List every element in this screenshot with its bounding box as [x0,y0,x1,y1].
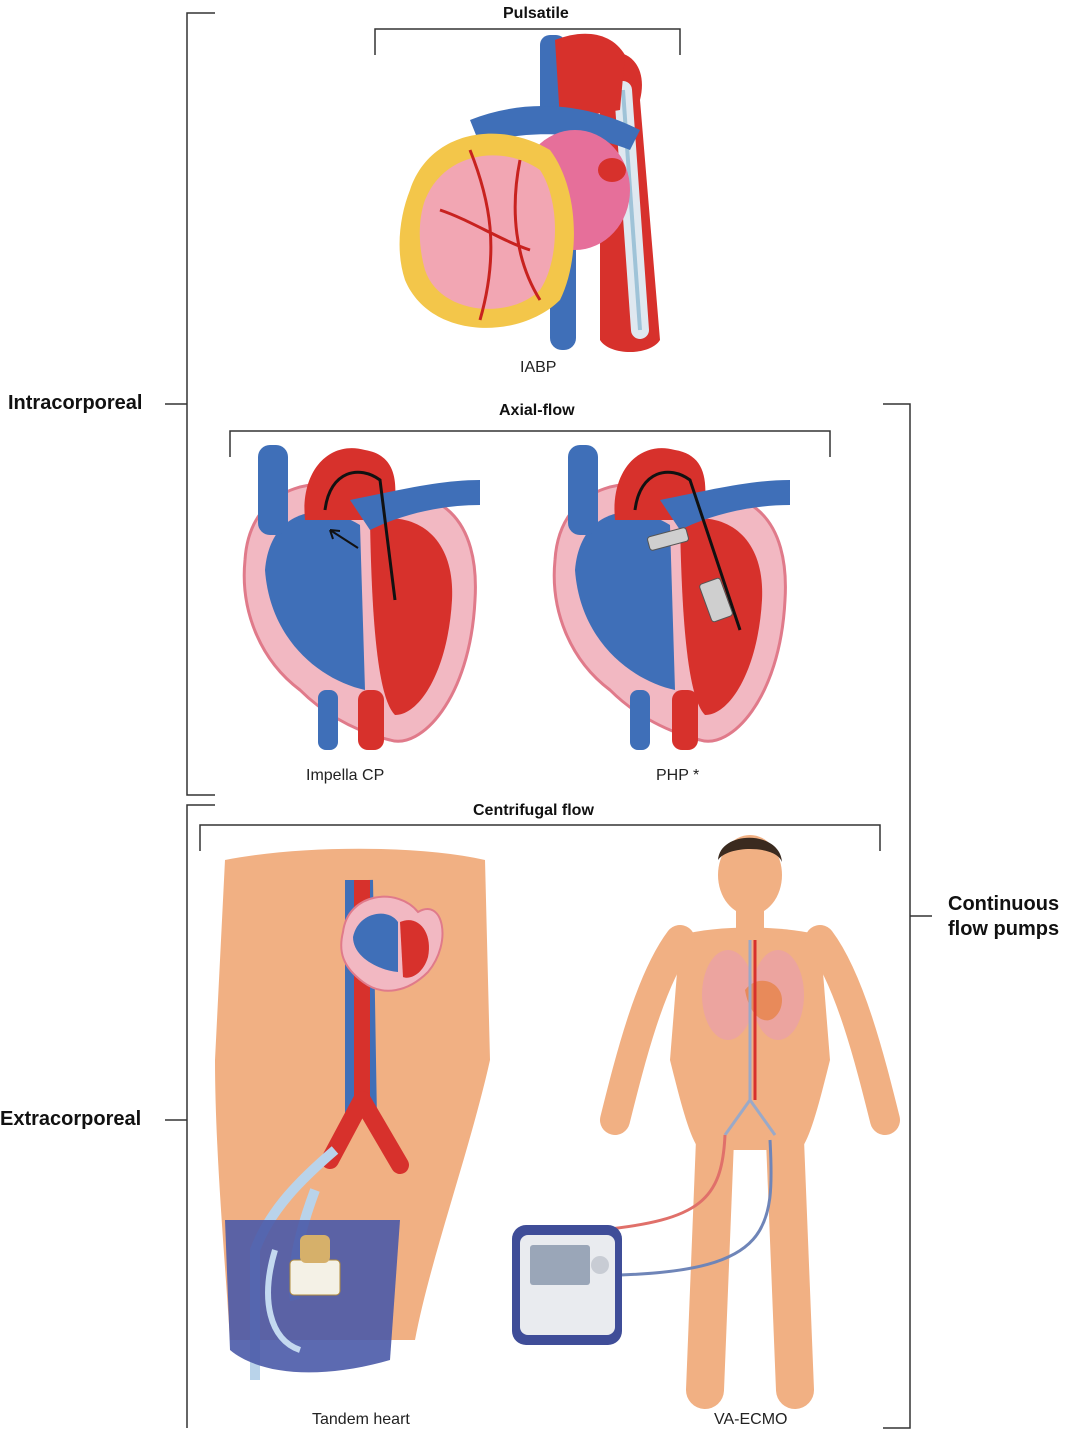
axial-flow-heading: Axial-flow [499,402,575,420]
vaecmo-illustration [512,835,885,1390]
extracorporeal-bracket [187,805,215,1428]
impella-illustration [244,445,480,750]
continuous-bracket [883,404,910,1428]
continuous-flow-pumps-label: Continuous flow pumps [948,892,1059,942]
pulsatile-bracket [375,29,680,55]
php-illustration [554,445,790,750]
impella-label: Impella CP [306,767,384,785]
centrifugal-flow-heading: Centrifugal flow [473,802,594,820]
intracorporeal-bracket [187,13,215,795]
iabp-label: IABP [520,359,556,377]
continuous-line-2: flow pumps [948,917,1059,942]
continuous-line-1: Continuous [948,892,1059,917]
tandem-illustration [215,849,490,1380]
pulsatile-heading: Pulsatile [503,5,569,23]
php-label: PHP * [656,767,699,785]
axial-bracket [230,431,830,457]
extracorporeal-label: Extracorporeal [0,1107,141,1132]
tandem-heart-label: Tandem heart [312,1411,410,1429]
centrifugal-bracket [200,825,880,851]
intracorporeal-label: Intracorporeal [8,391,142,416]
iabp-illustration [400,34,660,352]
va-ecmo-label: VA-ECMO [714,1411,787,1429]
